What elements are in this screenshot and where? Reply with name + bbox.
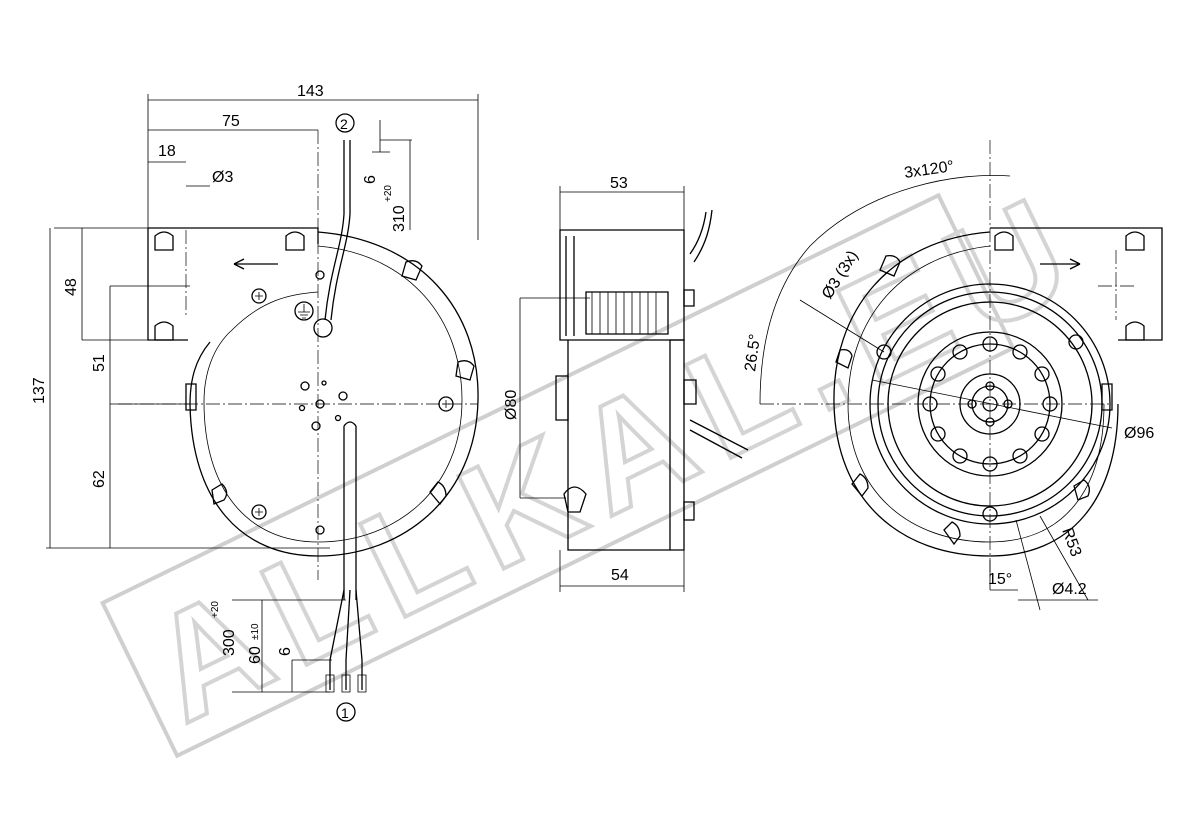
svg-text:1: 1: [341, 705, 349, 721]
callout-1: 1: [336, 702, 356, 722]
front-scroll-inner: [203, 245, 463, 543]
dim-lead-tol-top: +20: [383, 185, 394, 202]
lead-wire-1-sheath: [343, 426, 357, 600]
pattern-arc: [759, 174, 1011, 405]
dim-pattern: 3x120°: [903, 158, 955, 182]
watermark: ALLKAL.EU: [99, 157, 1110, 759]
dim-side-width-bottom: 54: [611, 567, 629, 584]
side-clip: [563, 486, 587, 513]
front-flow-arrow: [233, 258, 278, 270]
side-inlet-ring: [555, 375, 569, 421]
side-lead-1: [689, 419, 749, 459]
dim-height-51: 51: [91, 354, 108, 372]
dim-offset-18: 18: [158, 143, 176, 160]
dim-overall-height: 137: [31, 377, 48, 404]
front-scroll-outline: [189, 231, 479, 557]
wire-end-sleeves: [325, 674, 367, 693]
rear-screw-2: [1068, 334, 1084, 350]
dim-strip-tol: ±10: [250, 623, 261, 640]
dim-angle2: 15°: [988, 571, 1012, 588]
callout-2: 2: [335, 113, 355, 133]
dim-hole-dia: Ø3: [212, 169, 233, 186]
side-view: [519, 186, 749, 592]
dim-lead-tol-bottom: +20: [210, 601, 221, 618]
dim-angle: 26.5°: [742, 333, 764, 373]
front-view: [118, 130, 479, 693]
dim-lead-length-bottom: 300: [221, 629, 238, 656]
dim-lead-length-top: 310: [391, 205, 408, 232]
rear-screw-1: [876, 344, 892, 360]
dim-wire-gap: 6: [362, 175, 379, 184]
rear-view: [759, 140, 1163, 611]
rear-flow-arrow: [1040, 258, 1081, 270]
dim-overall-width: 143: [297, 83, 324, 100]
lead-2-grommet: [313, 318, 333, 338]
dim-wire-end: 6: [277, 647, 294, 656]
lead-wire-2b: [330, 140, 351, 321]
lead-wire-2: [324, 140, 345, 321]
front-screws: [251, 270, 454, 535]
dim-strip-length: 60: [247, 646, 264, 664]
rear-scroll-outline: [833, 231, 1119, 557]
side-impeller: [585, 291, 669, 335]
side-housing-top: [559, 229, 685, 341]
dim-mount-hole: Ø4.2: [1052, 581, 1087, 598]
front-dimensions: [46, 94, 479, 693]
dim-height-48: 48: [63, 278, 80, 296]
front-hub: [298, 380, 348, 431]
dim-side-width-top: 53: [610, 175, 628, 192]
dim-rotor-dia: Ø96: [1124, 425, 1154, 442]
svg-text:2: 2: [340, 116, 348, 132]
dim-height-62: 62: [91, 470, 108, 488]
side-lead-2: [689, 209, 713, 263]
side-motor-body: [567, 340, 671, 551]
front-mount-slots: [154, 231, 475, 506]
ground-symbol-icon: [294, 301, 314, 321]
dim-inlet-dia: Ø80: [503, 390, 520, 420]
dim-offset-75: 75: [222, 113, 240, 130]
watermark-frame: [99, 192, 1016, 759]
